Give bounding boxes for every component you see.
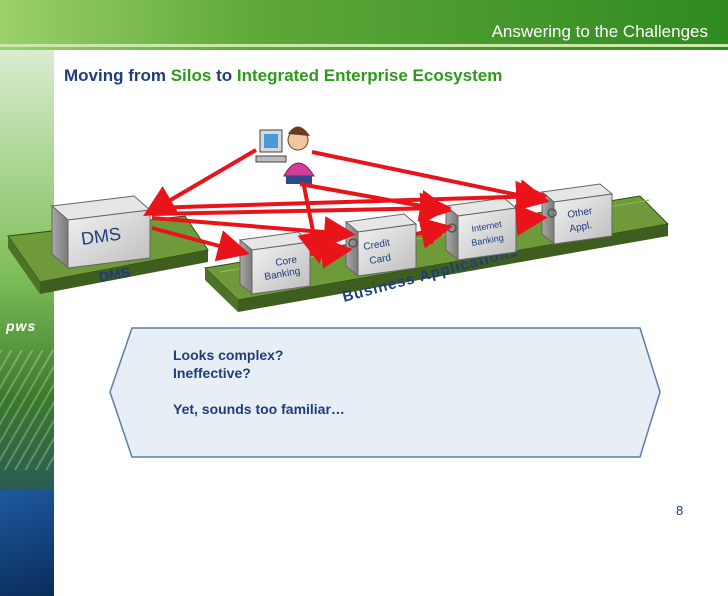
dms-platform-label: DMS <box>98 264 131 285</box>
header-bar <box>0 0 728 50</box>
subtitle-prefix: Moving from <box>64 66 171 85</box>
other-appl-box <box>540 183 614 246</box>
other-appl-line1: Other <box>567 206 594 221</box>
callout-spacer <box>173 382 345 400</box>
company-logo: pws <box>6 318 37 334</box>
slide-header-title: Answering to the Challenges <box>491 22 708 41</box>
user-at-computer-icon <box>255 126 315 184</box>
subtitle-mid: to <box>211 66 237 85</box>
callout-text: Looks complex? Ineffective? Yet, sounds … <box>173 346 345 418</box>
header-stripe <box>0 44 728 47</box>
grass-graphic <box>0 350 54 470</box>
subtitle-silos: Silos <box>170 66 212 85</box>
red-separator-bars <box>326 222 433 260</box>
credit-card-line2: Card <box>369 252 392 267</box>
callout-line-1: Looks complex? <box>173 347 284 363</box>
credit-card-line1: Credit <box>363 237 391 253</box>
callout-box <box>109 327 661 458</box>
integration-arrows <box>143 148 550 269</box>
integration-diagram: DMS Business Applications DMS Core Banki… <box>7 126 670 458</box>
slide-subtitle: Moving from Silos to Integrated Enterpri… <box>64 66 502 86</box>
other-appl-line2: Appl. <box>569 220 593 235</box>
core-banking-line1: Core <box>275 254 299 269</box>
callout-line-2: Ineffective? <box>173 365 251 381</box>
page-number: 8 <box>676 503 684 518</box>
other-appl-gear-icon <box>547 208 557 218</box>
callout-line-3: Yet, sounds too familiar… <box>173 401 345 417</box>
subtitle-target: Integrated Enterprise Ecosystem <box>236 66 503 85</box>
